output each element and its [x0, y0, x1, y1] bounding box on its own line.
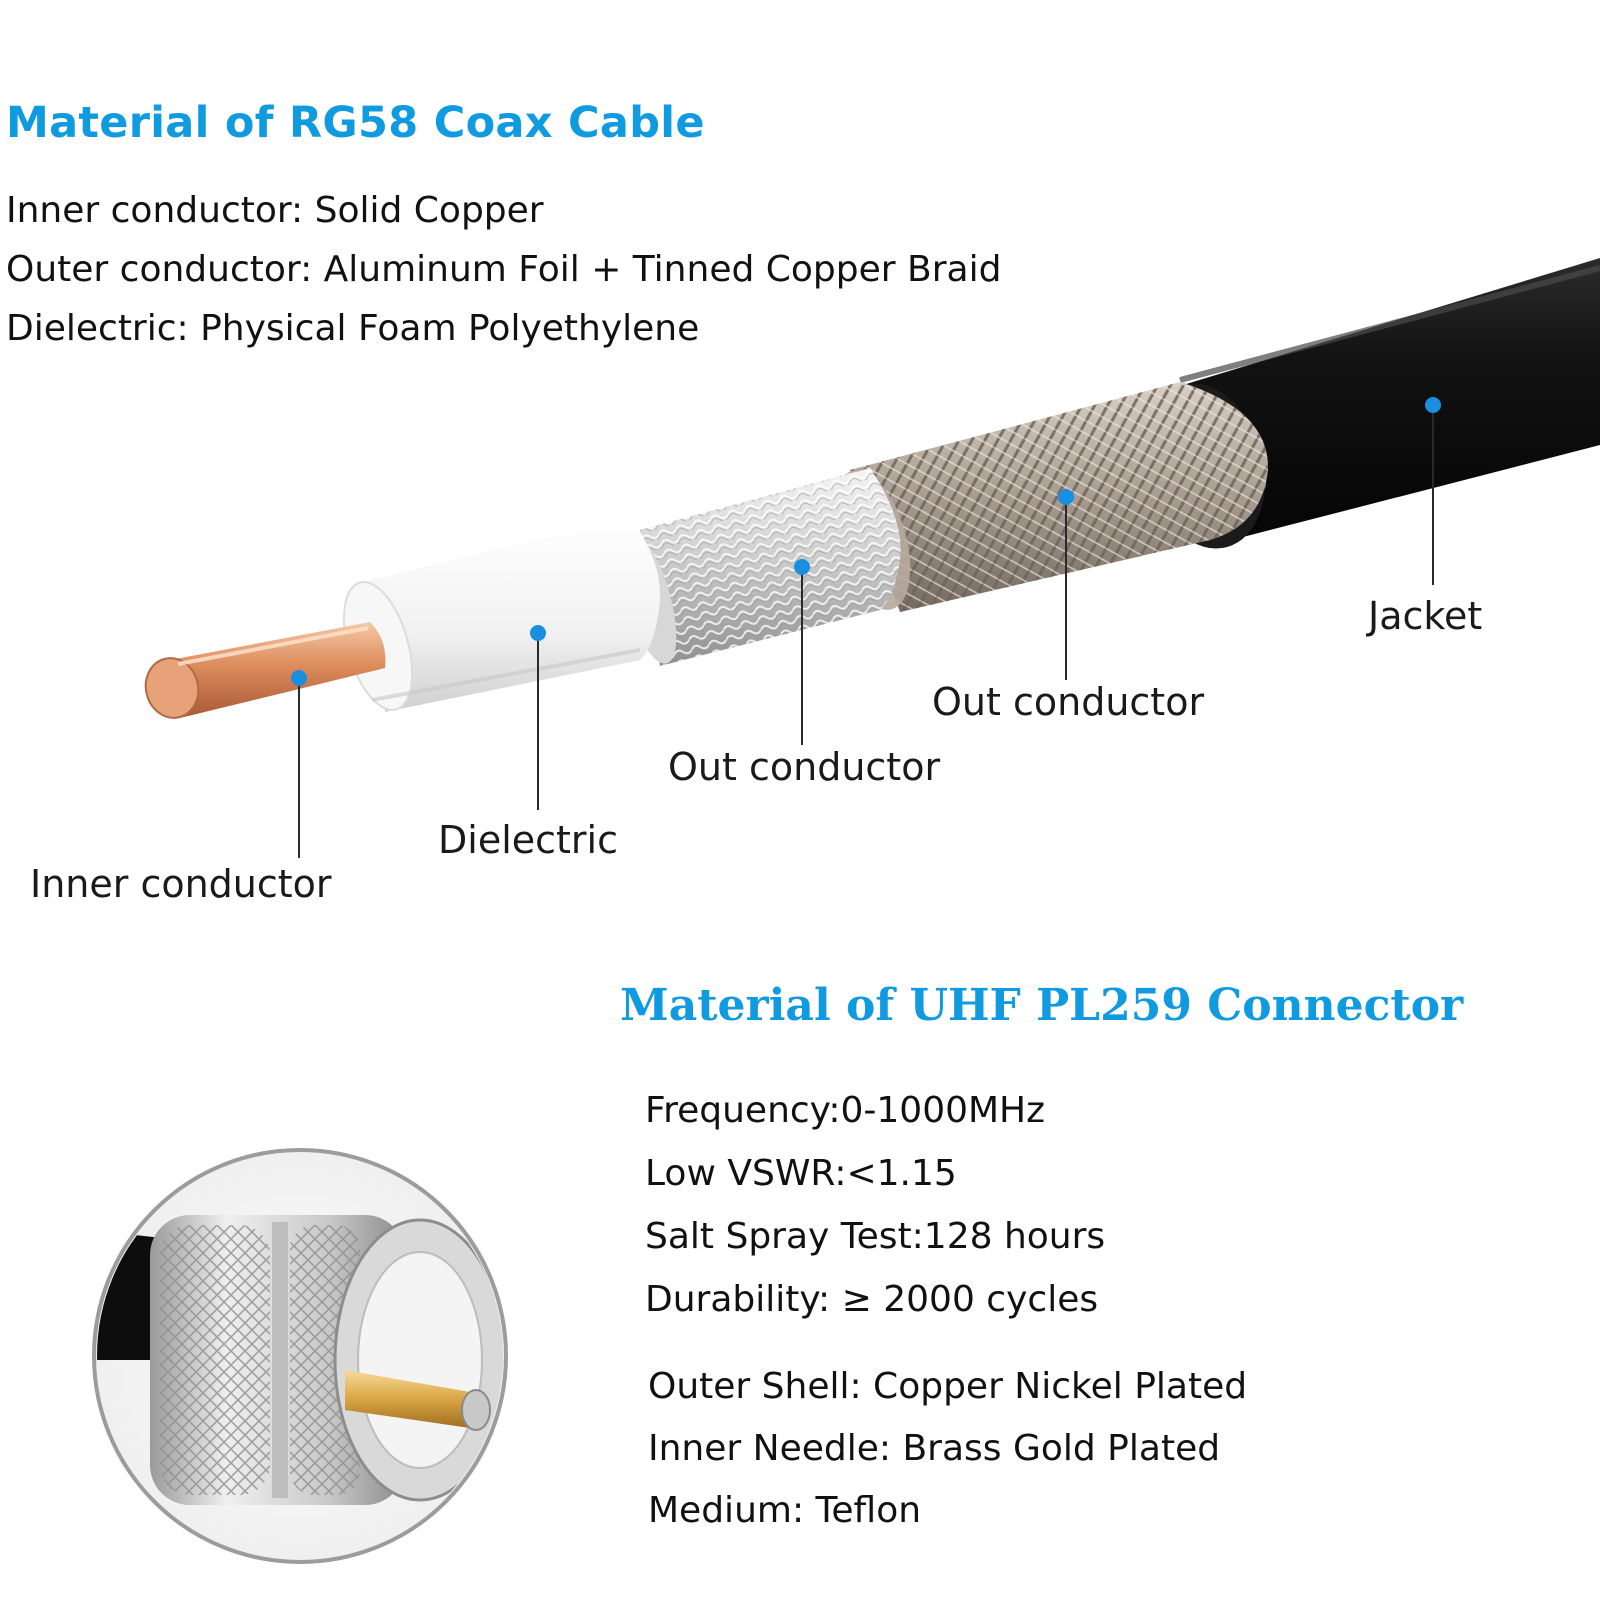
cable-heading: Material of RG58 Coax Cable [6, 98, 705, 148]
connector-heading: Material of UHF PL259 Connector [620, 980, 1464, 1031]
connector-spec-outer-shell: Outer Shell: Copper Nickel Plated [648, 1366, 1248, 1407]
callout-braid: Out conductor [932, 680, 1205, 724]
connector-spec-salt-spray: Salt Spray Test:128 hours [645, 1216, 1106, 1257]
connector-spec-medium: Medium: Teflon [648, 1490, 922, 1531]
callout-leaders [298, 405, 1434, 858]
cable-dielectric [342, 517, 661, 712]
callout-dielectric: Dielectric [438, 818, 618, 862]
connector-photo [92, 1148, 508, 1564]
cable-spec-dielectric: Dielectric: Physical Foam Polyethylene [6, 308, 700, 349]
cable-spec-outer-conductor: Outer conductor: Aluminum Foil + Tinned … [6, 249, 1002, 290]
marker-inner-conductor [291, 670, 307, 686]
marker-dielectric [530, 625, 546, 641]
callout-foil: Out conductor [668, 745, 941, 789]
marker-braid [1058, 489, 1074, 505]
cable-inner-conductor [144, 622, 386, 719]
connector-spec-vswr: Low VSWR:<1.15 [645, 1153, 957, 1194]
connector-spec-durability: Durability: ≥ 2000 cycles [645, 1279, 1099, 1320]
cable-spec-inner-conductor: Inner conductor: Solid Copper [6, 190, 544, 231]
connector-spec-frequency: Frequency:0-1000MHz [645, 1090, 1046, 1131]
callout-jacket: Jacket [1368, 594, 1483, 638]
callout-inner-conductor: Inner conductor [30, 862, 332, 906]
marker-jacket [1425, 397, 1441, 413]
connector-spec-inner-needle: Inner Needle: Brass Gold Plated [648, 1428, 1221, 1469]
marker-foil [794, 559, 810, 575]
